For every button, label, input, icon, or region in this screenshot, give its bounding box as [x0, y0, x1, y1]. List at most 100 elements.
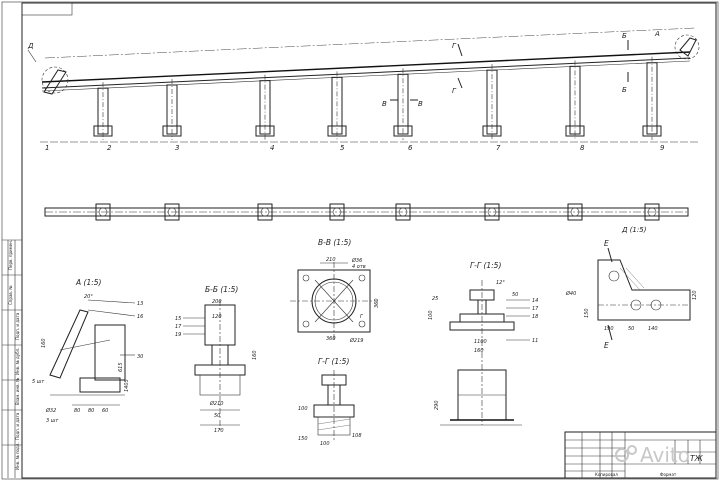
detail-a-base	[79, 377, 121, 393]
support-column	[642, 56, 662, 140]
section-mark-b2: Б	[622, 86, 627, 94]
detail-a-dim-60: 60	[102, 408, 108, 414]
plan-base-plate	[95, 203, 111, 221]
section-gg-dim-100b: 100	[320, 441, 330, 447]
support-column	[482, 64, 502, 140]
plan-pipe-circle	[570, 207, 580, 217]
left-end-bracket	[43, 69, 67, 95]
plan-base-plate	[395, 203, 411, 221]
detail-e-dim-d40: Ø40	[565, 290, 576, 297]
support-label-2: 2	[107, 144, 112, 152]
support-column	[393, 68, 413, 140]
watermark: Avito	[615, 443, 690, 467]
support-column	[93, 82, 113, 140]
detail-a-post	[94, 324, 126, 381]
section-g-dim-50: 50	[512, 292, 518, 298]
support-label-7: 7	[496, 144, 501, 152]
side-stamp-5: Подп. и дата	[15, 312, 20, 340]
reference-line	[44, 27, 696, 59]
side-stamp-3: Взам. инв. №	[15, 378, 20, 405]
section-bb-dim-200: 200	[212, 299, 222, 305]
section-gg-title: Г-Г (1:5)	[318, 357, 349, 366]
section-g-callout-17: 17	[532, 306, 539, 312]
support-label-5: 5	[340, 144, 345, 152]
plan-pipe-circle	[398, 207, 408, 217]
top-stamp-box	[21, 2, 73, 16]
section-g-callout-14: 14	[532, 298, 538, 304]
plan-base-plate	[644, 203, 660, 221]
section-g-g-large: Г-Г (1:5) 14 17 18 11 12° 100 25 50 160 …	[428, 261, 539, 426]
beam-flange-line	[41, 60, 691, 92]
section-bb-callout-17: 17	[175, 324, 182, 330]
section-vv-dim-360b: 360	[326, 336, 336, 342]
section-g-dim-angle: 12°	[496, 280, 505, 286]
detail-a-dim-d32: Ø32	[45, 407, 56, 414]
detail-a-callout-16: 16	[137, 314, 143, 320]
plan-view-label: Д (1:5)	[621, 226, 647, 234]
detail-a-dim-615: 615	[118, 362, 124, 372]
section-vv-hole-1	[302, 274, 310, 282]
section-vv-dim-360a: 360	[374, 298, 380, 308]
section-v-v: В-В (1:5) 210 Ø36 4 отв 360 Ø219 360 Г	[290, 238, 380, 344]
section-bb-dim-d210: Ø210	[209, 400, 223, 407]
section-mark-v2: В	[418, 100, 423, 108]
section-vv-title: В-В (1:5)	[318, 238, 351, 247]
section-bb-dim-170: 170	[214, 428, 224, 434]
section-vv-dim-d36: Ø36	[351, 257, 362, 264]
stamp-format: Формат	[660, 472, 677, 477]
section-bb-title: Б-Б (1:5)	[205, 285, 238, 294]
support-column	[327, 71, 347, 140]
inner-frame	[21, 2, 717, 479]
plan-pipe-circle	[167, 207, 177, 217]
section-gg-dim-150: 150	[298, 436, 308, 442]
support-label-4: 4	[270, 144, 274, 152]
section-g-title: Г-Г (1:5)	[470, 261, 501, 270]
plan-base-plate	[164, 203, 180, 221]
main-elevation-view: 1 2 3 4 5 6 7 8 9 Д Г Г Б Б А В В	[27, 27, 700, 152]
support-column	[255, 74, 275, 140]
section-gg-dim-100a: 100	[298, 406, 308, 412]
support-label-3: 3	[175, 144, 179, 152]
detail-circle-left	[41, 66, 69, 94]
detail-a-strut	[49, 309, 89, 379]
support-label-1: 1	[45, 144, 49, 152]
detail-e-dim-50: 50	[628, 326, 634, 332]
section-g-g-small: Г-Г (1:5) 100 150 100 108	[298, 357, 362, 447]
section-vv-dim-210: 210	[326, 257, 336, 263]
side-stamp-4: Инв. № дубл.	[15, 348, 20, 375]
plan-base-plate	[567, 203, 583, 221]
section-vv-dim-g: Г	[360, 314, 364, 320]
detail-e-label-bottom: Е	[604, 341, 609, 350]
section-bb-callout-19: 19	[175, 332, 181, 338]
section-vv-dim-d219: Ø219	[349, 337, 363, 344]
section-mark-d: Д	[27, 42, 34, 50]
section-g-dim-25: 25	[432, 296, 438, 302]
detail-a-title: А (1:5)	[75, 278, 102, 287]
plan-pipe-circle	[332, 207, 342, 217]
detail-a-dim-80b: 80	[88, 408, 94, 414]
section-mark-g2: Г	[452, 87, 457, 95]
side-stamp-6: Справ. №	[8, 286, 13, 305]
plan-base-plate	[329, 203, 345, 221]
section-vv-hole-3	[302, 320, 310, 328]
detail-a-dim-3pcs: 3 шт	[46, 418, 59, 424]
detail-a-dim-1405: 1405	[124, 379, 130, 392]
detail-a-dim-holes: 5 шт	[32, 379, 45, 385]
section-vv-hole-4	[358, 320, 366, 328]
side-stamp-2: Подп. и дата	[15, 412, 20, 440]
section-mark-v1: В	[382, 100, 387, 108]
section-bb-dim-50: 50	[214, 413, 220, 419]
plan-view: Д (1:5)	[44, 203, 689, 234]
plan-pipe-circle	[98, 207, 108, 217]
detail-e-dim-140: 140	[648, 326, 658, 332]
support-label-6: 6	[408, 144, 413, 152]
detail-a: А (1:5) 13 16 30 20° 160 615 1405 5 шт 8…	[32, 278, 143, 424]
plan-base-plate	[257, 203, 273, 221]
side-stamp-1: Инв. № подл.	[15, 442, 20, 470]
section-b-b: Б-Б (1:5) 15 17 19 200 120 160 Ø210 50 1…	[175, 285, 258, 434]
beam-top-line	[41, 51, 691, 83]
plan-pipe-circle	[487, 207, 497, 217]
support-column	[162, 78, 182, 140]
section-bb-dim-120: 120	[212, 314, 222, 320]
